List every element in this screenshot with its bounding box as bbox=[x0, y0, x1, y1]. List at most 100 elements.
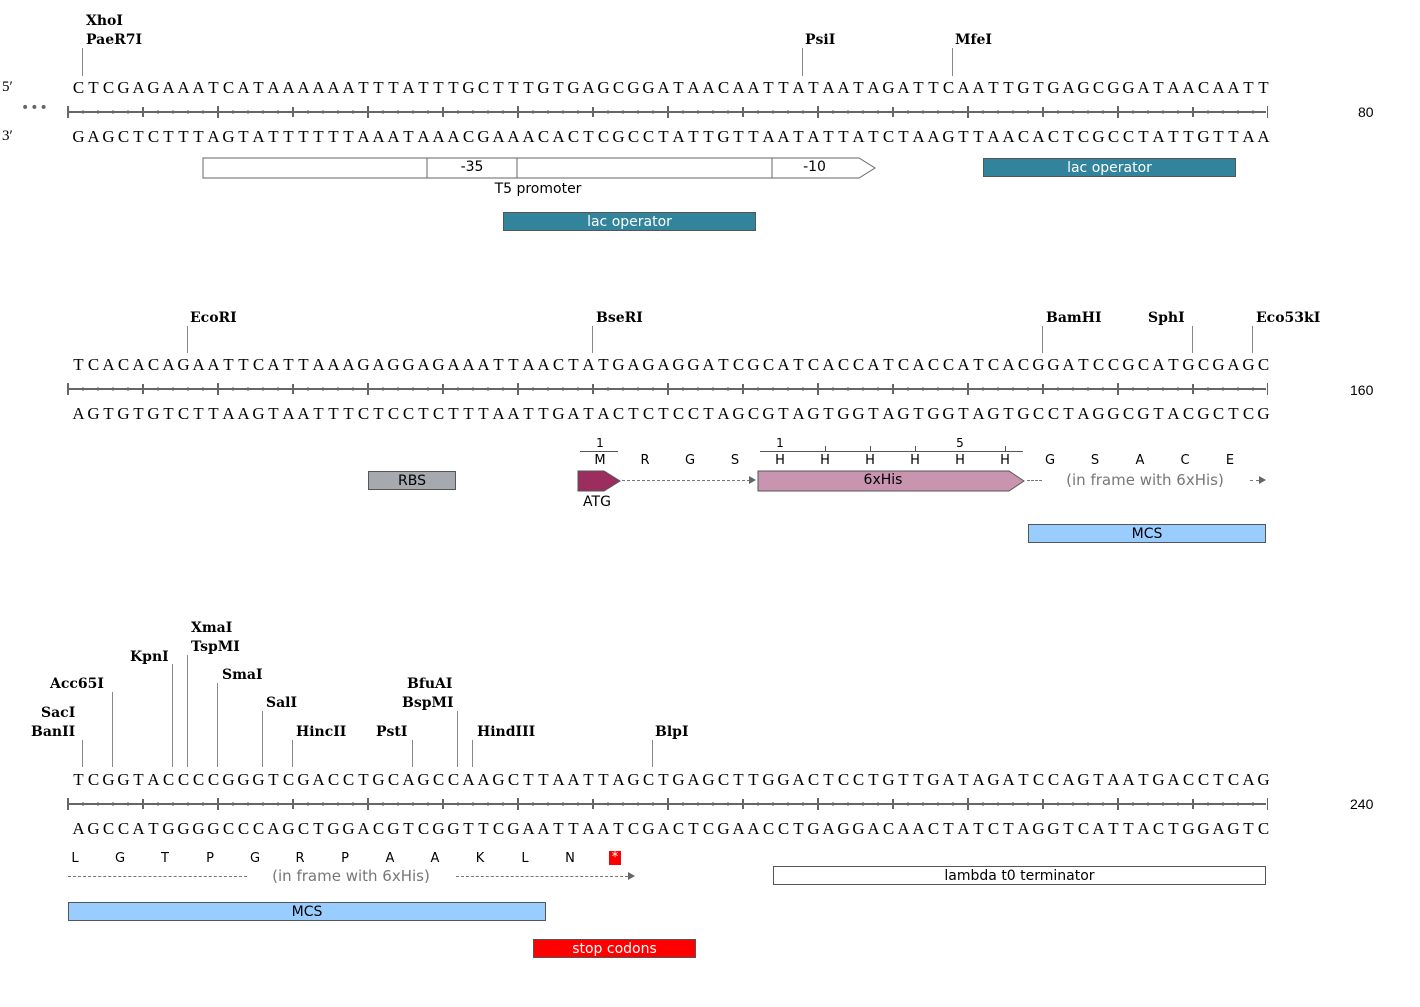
enzyme-ecori[interactable]: EcoRI bbox=[190, 310, 237, 326]
base: A bbox=[192, 355, 205, 374]
base: A bbox=[267, 819, 280, 838]
amino-acid: G bbox=[249, 851, 261, 866]
base: A bbox=[177, 78, 190, 97]
enzyme-psti[interactable]: PstI bbox=[376, 724, 408, 740]
atg-arrow[interactable] bbox=[577, 470, 623, 492]
lac-operator-feature[interactable]: lac operator bbox=[983, 158, 1236, 177]
base: T bbox=[328, 404, 339, 423]
mcs-feature[interactable]: MCS bbox=[1028, 524, 1266, 543]
base: C bbox=[477, 78, 490, 97]
enzyme-bseri[interactable]: BseRI bbox=[596, 310, 643, 326]
base: C bbox=[72, 78, 85, 97]
base: C bbox=[717, 770, 730, 789]
cut-line bbox=[172, 664, 173, 767]
base: T bbox=[1138, 770, 1149, 789]
enzyme-kpni[interactable]: KpnI bbox=[130, 649, 169, 665]
base: C bbox=[762, 355, 775, 374]
enzyme-hincii[interactable]: HincII bbox=[296, 724, 347, 740]
rbs-feature[interactable]: RBS bbox=[368, 471, 456, 490]
base: C bbox=[672, 819, 685, 838]
base: C bbox=[732, 355, 745, 374]
base: T bbox=[193, 404, 204, 423]
amino-acid: K bbox=[475, 851, 485, 866]
enzyme-eco53ki[interactable]: Eco53kI bbox=[1256, 310, 1321, 326]
enzyme-hindiii[interactable]: HindIII bbox=[477, 724, 536, 740]
enzyme-tspmi[interactable]: TspMI bbox=[191, 639, 240, 655]
enzyme-bfuai[interactable]: BfuAI bbox=[407, 676, 453, 692]
enzyme-acc65i[interactable]: Acc65I bbox=[50, 676, 104, 692]
base: T bbox=[883, 355, 894, 374]
base: T bbox=[163, 404, 174, 423]
base: T bbox=[538, 404, 549, 423]
base: T bbox=[733, 770, 744, 789]
base: T bbox=[733, 127, 744, 146]
base: G bbox=[537, 78, 550, 97]
enzyme-xhoi[interactable]: XhoI bbox=[86, 13, 123, 29]
enzyme-paer7i[interactable]: PaeR7I bbox=[86, 32, 143, 48]
base: A bbox=[1092, 819, 1105, 838]
base: C bbox=[1182, 404, 1195, 423]
enzyme-saci[interactable]: SacI bbox=[41, 705, 76, 721]
cut-line bbox=[472, 740, 473, 767]
base: T bbox=[403, 127, 414, 146]
base: A bbox=[552, 770, 565, 789]
base: A bbox=[582, 819, 595, 838]
base: A bbox=[912, 127, 925, 146]
enzyme-sali[interactable]: SalI bbox=[266, 695, 298, 711]
base: A bbox=[912, 355, 925, 374]
base: T bbox=[763, 78, 774, 97]
enzyme-psii[interactable]: PsiI bbox=[805, 32, 836, 48]
base: A bbox=[987, 127, 1000, 146]
base: A bbox=[807, 127, 820, 146]
enzyme-blpi[interactable]: BlpI bbox=[655, 724, 689, 740]
base: A bbox=[312, 78, 325, 97]
base: T bbox=[388, 78, 399, 97]
base: G bbox=[702, 770, 715, 789]
position-number: 160 bbox=[1350, 382, 1374, 398]
base: C bbox=[372, 819, 385, 838]
base: A bbox=[1167, 78, 1180, 97]
base: A bbox=[852, 127, 865, 146]
base: C bbox=[222, 819, 235, 838]
base: G bbox=[432, 355, 445, 374]
base: A bbox=[537, 355, 550, 374]
enzyme-bspmi[interactable]: BspMI bbox=[402, 695, 454, 711]
base: A bbox=[1002, 127, 1015, 146]
enzyme-banii[interactable]: BanII bbox=[31, 724, 76, 740]
enzyme-bamhi[interactable]: BamHI bbox=[1046, 310, 1102, 326]
base: C bbox=[447, 770, 460, 789]
lambda-t0-terminator-feature[interactable]: lambda t0 terminator bbox=[773, 866, 1266, 885]
base: C bbox=[1077, 819, 1090, 838]
base: T bbox=[508, 78, 519, 97]
base: A bbox=[972, 770, 985, 789]
his-tag-arrow[interactable] bbox=[757, 470, 1027, 492]
base: A bbox=[267, 78, 280, 97]
base: G bbox=[1227, 819, 1240, 838]
base: G bbox=[102, 127, 115, 146]
base: T bbox=[718, 355, 729, 374]
base: G bbox=[147, 78, 160, 97]
mcs-feature[interactable]: MCS bbox=[68, 902, 546, 921]
enzyme-mfei[interactable]: MfeI bbox=[955, 32, 992, 48]
cut-line bbox=[262, 711, 263, 767]
base: A bbox=[87, 127, 100, 146]
enzyme-smai[interactable]: SmaI bbox=[222, 667, 263, 683]
base: C bbox=[612, 404, 625, 423]
upstream-ellipsis[interactable]: ••• bbox=[21, 100, 49, 116]
enzyme-xmai[interactable]: XmaI bbox=[191, 620, 233, 636]
amino-acid: H bbox=[1000, 453, 1010, 468]
amino-acid: R bbox=[640, 453, 650, 468]
base: A bbox=[522, 819, 535, 838]
base: A bbox=[312, 770, 325, 789]
base: A bbox=[957, 819, 970, 838]
enzyme-sphi[interactable]: SphI bbox=[1148, 310, 1185, 326]
base: A bbox=[837, 78, 850, 97]
stop-codons-feature[interactable]: stop codons bbox=[533, 939, 696, 958]
lac-operator-feature[interactable]: lac operator bbox=[503, 212, 756, 231]
